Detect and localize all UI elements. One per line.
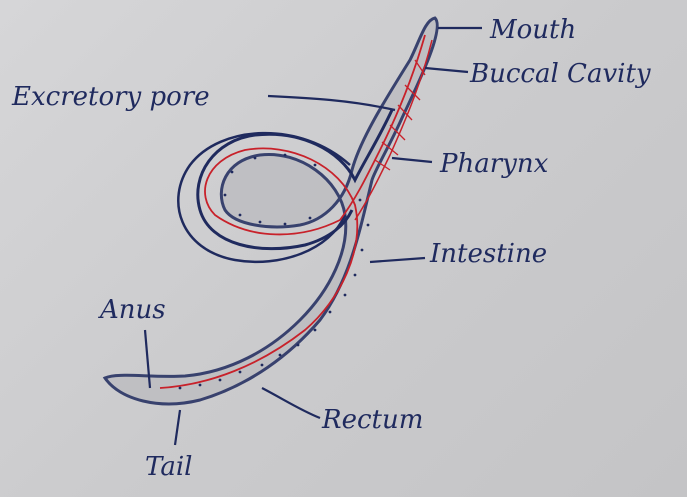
tail-leader <box>175 410 180 445</box>
label-intestine: Intestine <box>429 239 547 269</box>
label-pharynx: Pharynx <box>439 149 549 179</box>
rectum-leader <box>262 388 320 418</box>
label-mouth: Mouth <box>489 15 576 45</box>
intestine-leader <box>370 258 425 262</box>
label-excretory-pore: Excretory pore <box>11 82 210 112</box>
excretory-leader <box>268 96 395 110</box>
pharynx-leader <box>392 158 432 162</box>
label-buccal-cavity: Buccal Cavity <box>469 59 651 89</box>
label-tail: Tail <box>145 452 192 482</box>
worm-body <box>105 18 437 404</box>
label-rectum: Rectum <box>321 405 423 435</box>
buccal-leader <box>425 68 468 72</box>
label-anus: Anus <box>98 295 166 325</box>
